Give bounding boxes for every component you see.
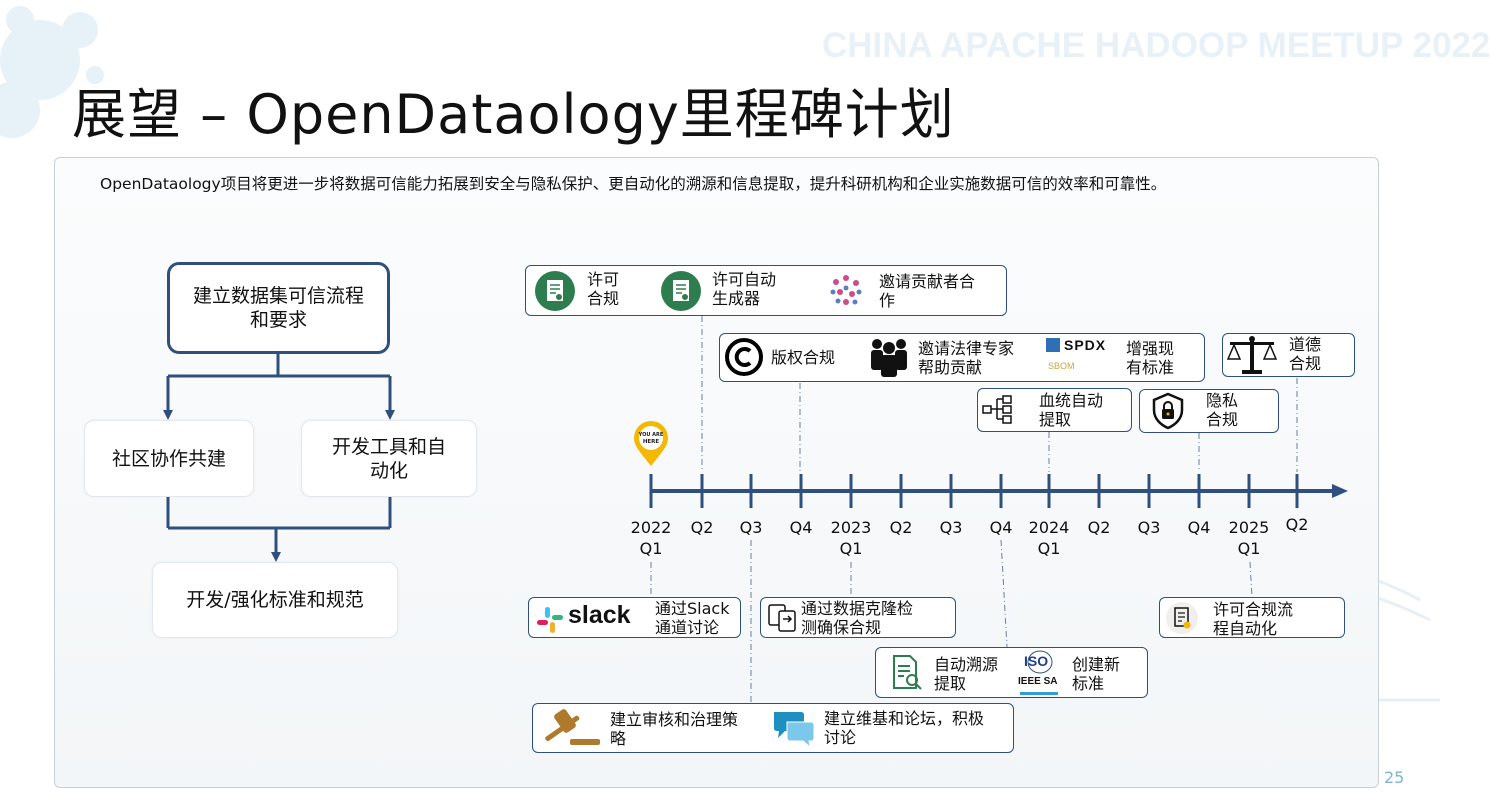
flow-box-label: 开发工具和自 [331,435,446,458]
milestone-card-slack [528,597,741,638]
flow-box-label: 社区协作共建 [111,447,226,470]
milestone-label: 自动溯源提取 [934,655,999,693]
slack-icon [537,607,563,633]
timeline-arrowhead [1332,484,1348,498]
flow-box-tools-automation: 开发工具和自动化 [301,420,477,497]
license-document-icon [535,271,575,311]
flow-box-label: 和要求 [249,309,307,331]
milestone-card-license [525,265,1007,316]
page-title: 展望 – OpenDataology里程碑计划 [72,83,955,146]
tick-label: 2022 [630,518,672,537]
tick-label: Q4 [1187,518,1211,537]
tick-label: 2023 [830,518,872,537]
milestone-label: 邀请法律专家帮助贡献 [918,339,1015,377]
flow-box-label: 动化 [369,459,408,482]
checklist-icon [1166,602,1198,634]
copyright-icon [725,338,763,376]
tick-label-quarter: Q1 [839,539,863,558]
iso-ieee-logo: ISO IEEE SA [1018,650,1062,696]
tick-label-quarter: Q1 [1237,539,1261,558]
privacy-shield-icon [1152,392,1184,430]
you-are-here-pin: YOU ARE HERE [634,421,668,466]
iso-globe-icon [1027,650,1053,674]
tick-label: 2024 [1028,518,1070,537]
tick-label: Q2 [690,518,714,537]
legal-team-icon [871,339,907,377]
pin-text: HERE [643,439,660,445]
milestone-label: 许可合规流程自动化 [1213,600,1294,638]
flow-connectors [163,354,395,562]
milestone-label: 隐私合规 [1206,391,1239,429]
flow-box-community: 社区协作共建 [84,420,254,497]
tick-label-quarter: Q1 [1037,539,1061,558]
tick-label: 2025 [1228,518,1270,537]
milestone-card-copyright [719,333,1205,382]
milestone-label: 版权合规 [771,348,836,367]
flow-box-label: 建立数据集可信流程 [192,285,364,307]
hierarchy-tree-icon [982,395,1012,424]
gavel-icon [545,709,600,745]
milestone-label: 增强现有标准 [1126,339,1175,377]
pin-text: YOU ARE [638,432,664,438]
tick-label: Q2 [1285,515,1309,534]
milestone-card-ethics [1222,333,1355,377]
milestone-label: 创建新标准 [1072,655,1121,693]
clone-document-icon [768,604,796,632]
description-text: OpenDataology项目将更进一步将数据可信能力拓展到安全与隐私保护、更自… [100,175,1167,193]
flow-box-trust-process: 建立数据集可信流程和要求 [167,262,390,354]
tick-label: Q3 [939,518,963,537]
timeline-connectors [650,316,1298,703]
milestone-label: 通过数据克隆检测确保合规 [801,599,914,637]
milestone-label: 道德合规 [1289,335,1322,373]
slack-logo-text: slack [568,601,631,629]
milestone-card-governance [532,703,1014,753]
watermark-text: CHINA APACHE HADOOP MEETUP 2022 [822,26,1490,65]
tick-label: Q4 [989,518,1013,537]
license-generator-icon [661,271,701,311]
page-number: 25 [1384,768,1405,787]
milestone-label: 许可自动生成器 [712,270,777,308]
flow-box-label: 开发/强化标准和规范 [186,589,364,611]
justice-scale-icon [1226,336,1278,374]
milestone-label: 许可合规 [587,270,620,308]
tick-label: Q2 [889,518,913,537]
tick-label: Q3 [739,518,763,537]
milestone-label: 血统自动提取 [1039,391,1104,429]
tick-label: Q2 [1087,518,1111,537]
document-search-icon [893,655,922,690]
spdx-logo: SPDX SBOM [1046,337,1107,371]
tick-label: Q3 [1137,518,1161,537]
tick-label-quarter: Q1 [639,539,663,558]
flow-box-standards: 开发/强化标准和规范 [152,562,398,638]
people-cloud-icon [830,275,862,305]
timeline: YOU ARE HERE [634,316,1348,703]
milestone-label: 建立维基和论坛，积极讨论 [824,709,985,747]
chat-bubbles-icon [774,712,815,749]
tick-label: Q4 [789,518,813,537]
milestone-label: 建立审核和治理策略 [610,710,739,748]
milestone-label: 邀请贡献者合作 [879,272,976,310]
